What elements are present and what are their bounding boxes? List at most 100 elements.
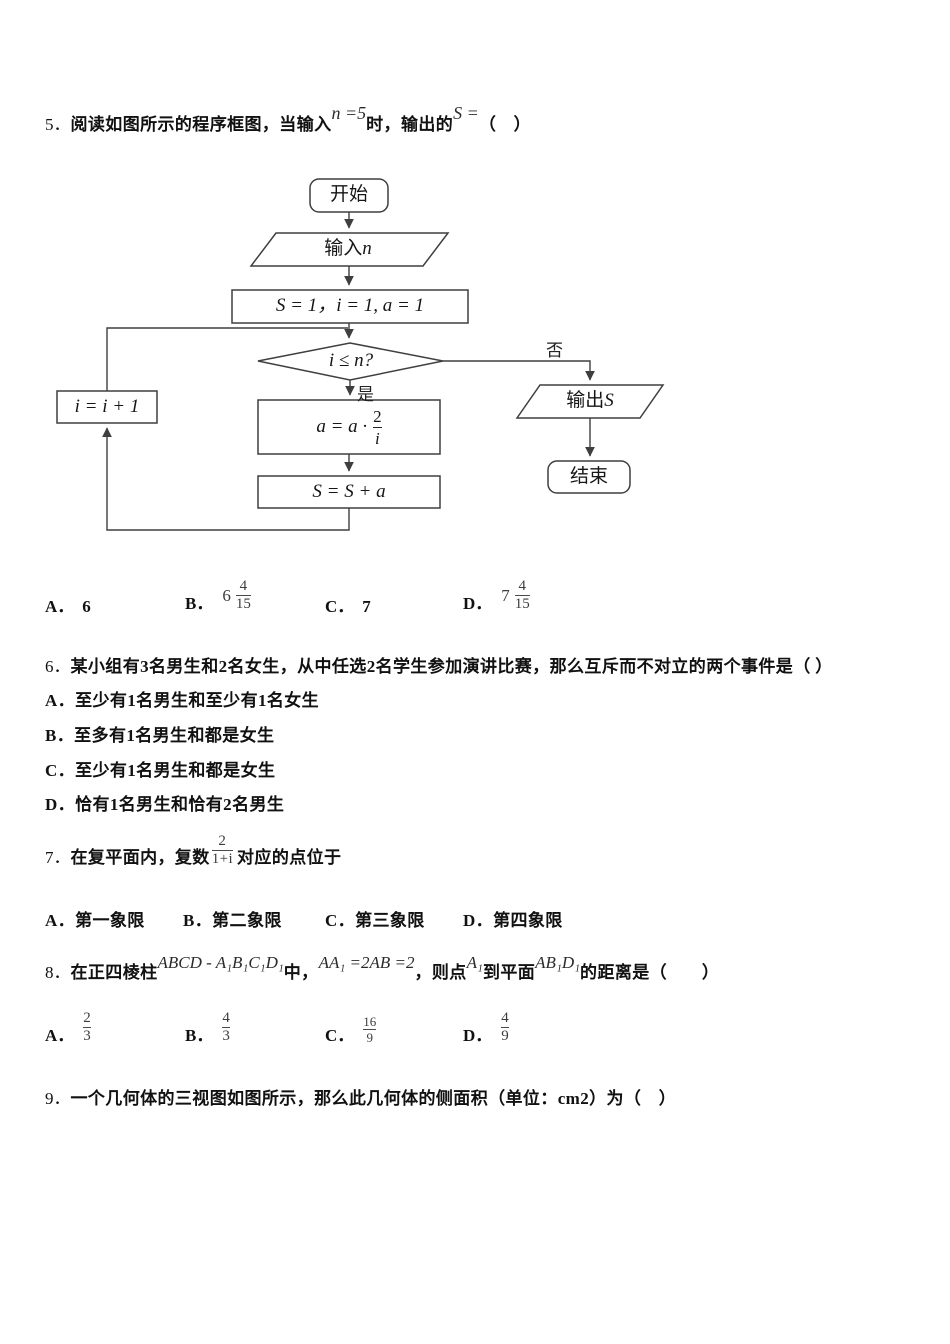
question-5-text-mid: 时，输出的 — [366, 115, 454, 134]
q7-option-d-text: 第四象限 — [493, 911, 563, 930]
flowchart-output-text: 输出 — [566, 390, 605, 411]
question-8-math-plane: AB₁D₁ — [535, 953, 581, 972]
fraction-bar — [83, 1027, 91, 1029]
question-8-math-condition: AA₁ =2AB =2 — [318, 953, 415, 972]
flowchart-no-label: 否 — [546, 341, 563, 360]
fraction-bar — [211, 850, 234, 852]
flowchart-assign-lhs: a = a · — [316, 415, 368, 437]
q5-option-d-label: D． — [463, 594, 493, 614]
q8-option-a-denominator: 3 — [83, 1028, 91, 1045]
question-7-number: 7． — [45, 848, 71, 867]
question-9-stem: 9．一个几何体的三视图如图所示，那么此几何体的侧面积（单位：cm2）为（ ） — [45, 1084, 676, 1109]
q6-option-b-text: 至多有1名男生和都是女生 — [74, 726, 275, 745]
question-8-text-mid2: ，则点 — [414, 963, 467, 982]
flowchart-start-shape — [309, 178, 389, 213]
question-7-fraction-numerator: 2 — [218, 832, 227, 849]
q7-option-d-label: D． — [463, 911, 494, 930]
flowchart-assign-fraction: 2 i — [373, 408, 382, 447]
q5-option-c: C．7 — [325, 592, 371, 617]
q6-option-c: C．至少有1名男生和都是女生 — [45, 756, 275, 781]
q8-option-d: D． 4 9 — [463, 999, 509, 1045]
flowchart-decision-label: i ≤ n? — [328, 350, 374, 371]
fraction-bar — [373, 426, 382, 428]
q5-option-b: B． 6 4 15 — [185, 563, 251, 613]
flowchart-input-label: 输入n — [253, 238, 443, 261]
flowchart-input-shape — [249, 232, 450, 267]
q7-option-c-label: C． — [325, 911, 356, 930]
q8-option-c-fraction: 16 9 — [363, 1013, 377, 1045]
q7-option-c: C．第三象限 — [325, 906, 425, 931]
q7-option-a-text: 第一象限 — [75, 911, 145, 930]
q7-option-d: D．第四象限 — [463, 906, 563, 931]
flowchart-assign-shape — [257, 399, 441, 455]
flowchart-assign-denominator: i — [375, 428, 380, 448]
flowchart-output-variable: S — [604, 390, 614, 411]
q5-option-d-fraction: 4 15 — [514, 578, 530, 614]
q6-option-b-label: B． — [45, 726, 75, 745]
q7-option-c-text: 第三象限 — [355, 911, 425, 930]
flowchart-init-shape — [231, 289, 469, 324]
q8-option-a-label: A． — [45, 1026, 75, 1046]
q8-option-c: C． 16 9 — [325, 999, 377, 1045]
q8-option-d-label: D． — [463, 1026, 493, 1046]
q6-option-d-text: 恰有1名男生和恰有2名男生 — [75, 795, 285, 814]
q5-option-d: D． 7 4 15 — [463, 563, 530, 613]
q5-option-b-whole: 6 — [222, 586, 231, 605]
flowchart-output-shape — [515, 384, 665, 419]
flowchart-end-shape — [547, 460, 631, 494]
q8-option-d-denominator: 9 — [501, 1028, 509, 1045]
fraction-bar — [222, 1027, 230, 1029]
q5-option-b-denominator: 15 — [235, 596, 251, 613]
q8-option-b: B． 4 3 — [185, 999, 230, 1045]
q7-option-b-label: B． — [183, 911, 213, 930]
q5-option-a-label: A． — [45, 597, 75, 616]
q8-option-a: A． 2 3 — [45, 999, 91, 1045]
flowchart-input-text: 输入 — [324, 238, 363, 259]
q8-option-a-numerator: 2 — [83, 1009, 91, 1026]
question-6-number: 6． — [45, 657, 71, 676]
q5-option-c-label: C． — [325, 597, 355, 616]
flowchart-sum-label: S = S + a — [312, 481, 386, 502]
flowchart-init-label: S = 1，i = 1, a = 1 — [275, 295, 425, 316]
q8-option-b-numerator: 4 — [222, 1009, 230, 1026]
flowchart-yes-label: 是 — [357, 385, 374, 404]
flowchart-increment-label: i = i + 1 — [74, 396, 140, 417]
q6-option-b: B．至多有1名男生和都是女生 — [45, 721, 274, 746]
question-8-math-point: A₁ — [466, 953, 483, 972]
fraction-bar — [501, 1027, 509, 1029]
flowchart-input-variable: n — [362, 238, 372, 259]
q6-option-a-text: 至少有1名男生和至少有1名女生 — [75, 691, 320, 710]
q6-option-c-label: C． — [45, 761, 76, 780]
flowchart-output-label: 输出S — [517, 390, 663, 413]
question-5-stem: 5．阅读如图所示的程序框图，当输入n =5时，输出的S =（ ） — [45, 103, 532, 135]
q8-option-b-label: B． — [185, 1026, 214, 1046]
question-6-text: 某小组有3名男生和2名女生，从中任选2名学生参加演讲比赛，那么互斥而不对立的两个… — [70, 657, 833, 676]
q5-option-d-whole: 7 — [501, 586, 510, 605]
q5-option-b-fraction: 4 15 — [235, 578, 251, 614]
flowchart-sum-shape — [257, 475, 441, 509]
q6-option-a-label: A． — [45, 691, 76, 710]
q8-option-b-denominator: 3 — [222, 1028, 230, 1045]
question-8-text-mid1: 中， — [283, 963, 319, 982]
question-9-text: 一个几何体的三视图如图所示，那么此几何体的侧面积（单位：cm2）为（ ） — [70, 1089, 677, 1108]
question-9-number: 9． — [45, 1089, 71, 1108]
question-8-text-pre: 在正四棱柱 — [70, 963, 158, 982]
question-8-text-mid3: 到平面 — [482, 963, 536, 982]
question-5-brackets: （ ） — [478, 115, 532, 134]
q7-option-a: A．第一象限 — [45, 906, 145, 931]
q8-option-c-numerator: 16 — [363, 1013, 377, 1029]
fraction-bar — [363, 1029, 377, 1031]
q5-option-d-denominator: 15 — [514, 596, 530, 613]
flowchart-diagram — [56, 178, 665, 531]
flowchart-assign-label: a = a · 2 i — [258, 402, 440, 452]
question-5-number: 5． — [45, 115, 71, 134]
q7-option-a-label: A． — [45, 911, 76, 930]
flowchart-decision-shape — [257, 342, 444, 381]
question-5-text-pre: 阅读如图所示的程序框图，当输入 — [70, 115, 332, 134]
flowchart-increment-shape — [56, 390, 158, 424]
question-7-text-pre: 在复平面内，复数 — [70, 848, 210, 867]
q6-option-d: D．恰有1名男生和恰有2名男生 — [45, 790, 284, 815]
question-7-fraction: 2 1+i — [211, 832, 234, 869]
question-8-math-solid: ABCD - A₁B₁C₁D₁ — [157, 953, 284, 972]
